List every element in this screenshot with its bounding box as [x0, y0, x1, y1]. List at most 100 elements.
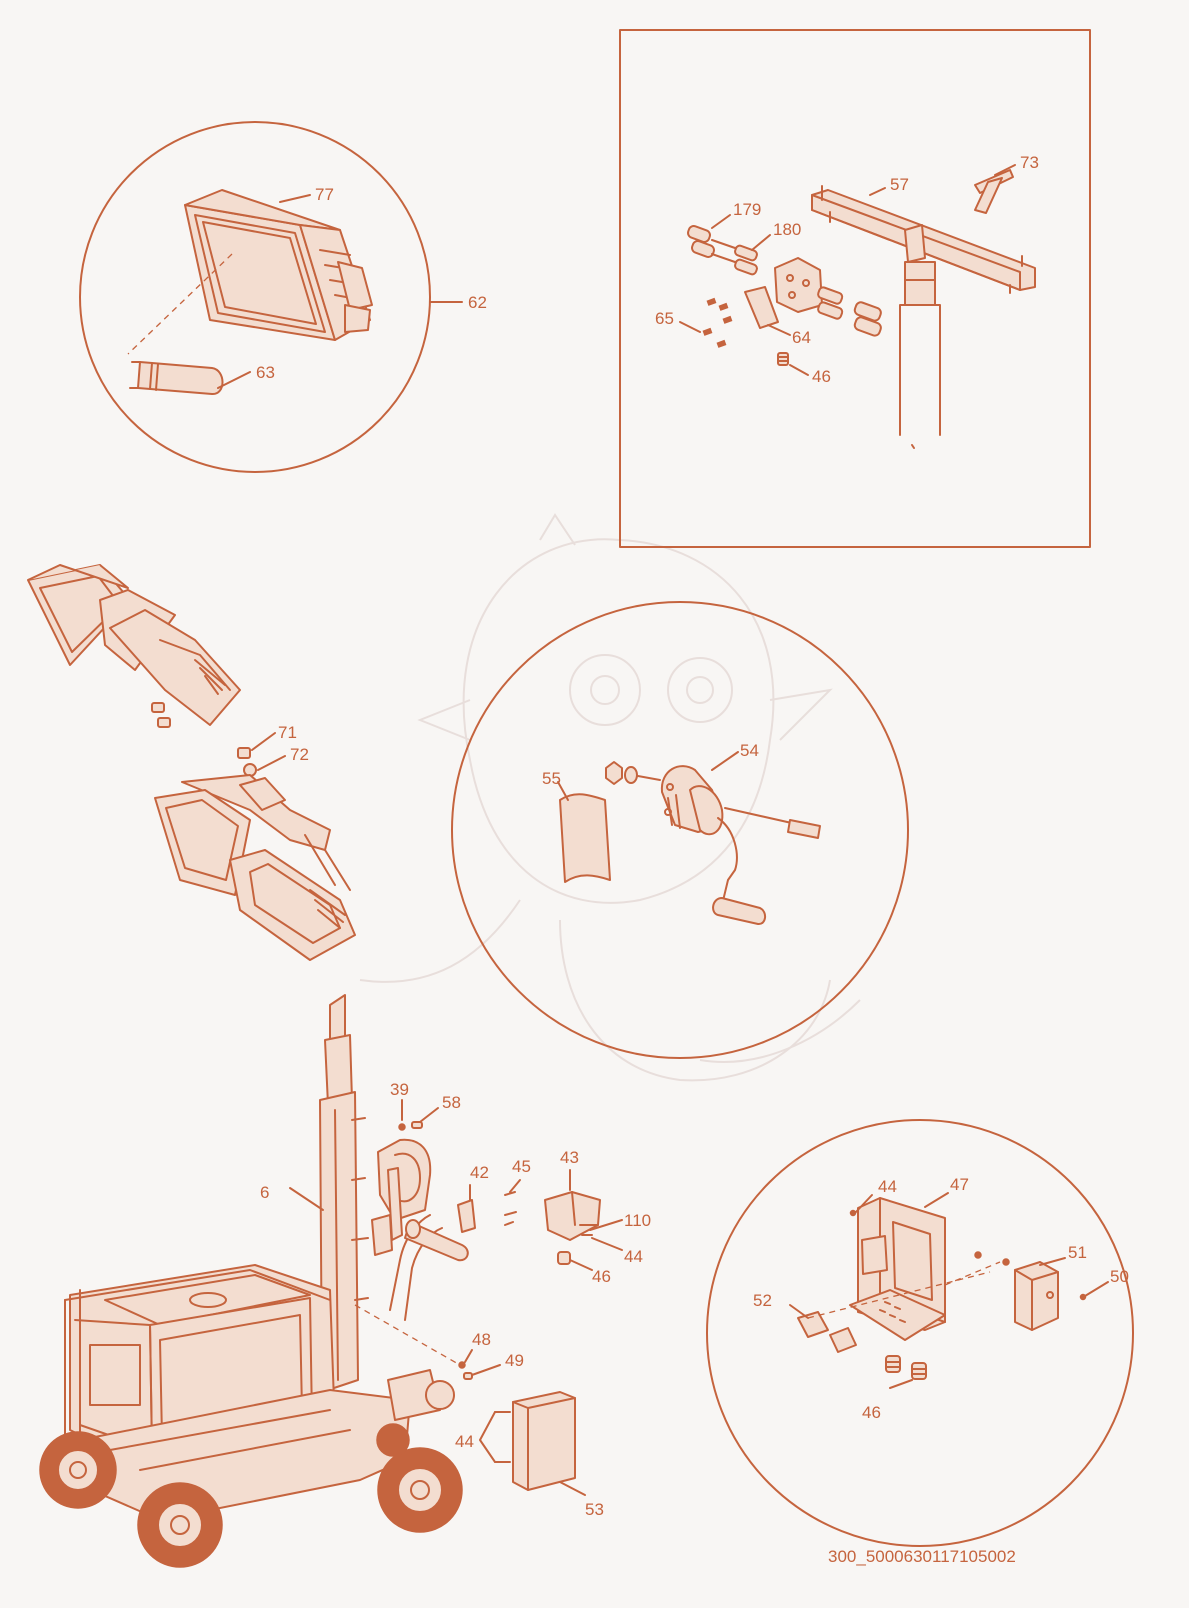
washers-71-72 — [237, 747, 257, 777]
callout-180: 180 — [773, 220, 801, 239]
small-parts — [398, 1121, 601, 1380]
mounting-leader — [354, 1304, 461, 1366]
leader-179 — [711, 214, 731, 229]
lower-lamp-bracket — [154, 774, 356, 961]
leader-44c — [854, 1194, 873, 1214]
mast-head-detail-group: 73 57 179 180 65 64 46 — [619, 29, 1091, 548]
callout-46a: 46 — [812, 367, 831, 386]
callout-48: 48 — [472, 1330, 491, 1349]
leader-110 — [589, 1219, 623, 1231]
leader-46c — [889, 1379, 913, 1389]
winch-label-sticker — [559, 793, 611, 883]
callout-44b: 44 — [455, 1432, 474, 1451]
leader-180 — [751, 234, 771, 251]
callout-43: 43 — [560, 1148, 579, 1167]
leader-64 — [767, 324, 791, 336]
screw-leader-lower — [807, 1271, 991, 1319]
leader-65 — [679, 321, 701, 333]
leader-44a — [591, 1237, 623, 1251]
callout-72: 72 — [290, 745, 309, 764]
leader-47 — [924, 1192, 949, 1208]
screws — [702, 297, 733, 348]
junction-box — [744, 257, 823, 329]
leader-77 — [279, 194, 311, 203]
leader-49 — [471, 1364, 501, 1376]
upper-lamps — [27, 564, 241, 726]
grommet — [777, 352, 789, 366]
callout-47: 47 — [950, 1175, 969, 1194]
handle-tube — [404, 1219, 469, 1262]
drawing-code: 300_5000630117105002 — [828, 1547, 1016, 1566]
winch-detail-circle — [451, 601, 909, 1059]
leader-46a — [789, 364, 809, 376]
callout-42: 42 — [470, 1163, 489, 1182]
watermark-figure — [359, 513, 861, 1082]
callout-55: 55 — [542, 769, 561, 788]
callout-71: 71 — [278, 723, 297, 742]
leader-48 — [464, 1349, 473, 1363]
leader-45 — [509, 1179, 521, 1193]
leader-52 — [789, 1304, 809, 1319]
winch-on-mast — [371, 1138, 432, 1256]
callout-110: 110 — [624, 1211, 651, 1230]
connectors-right — [817, 286, 882, 337]
leader-57 — [869, 187, 886, 196]
leader-51 — [1039, 1257, 1066, 1266]
leader-71 — [251, 732, 276, 751]
callout-39: 39 — [390, 1080, 409, 1099]
callout-179: 179 — [733, 200, 761, 219]
cart-wheels — [39, 1423, 463, 1568]
winch-detail-group: 54 55 — [451, 601, 909, 1059]
leader-53 — [559, 1481, 586, 1496]
callout-50: 50 — [1110, 1267, 1129, 1286]
callout-63: 63 — [256, 363, 275, 382]
leader-46b — [569, 1259, 593, 1271]
callout-44a: 44 — [624, 1247, 643, 1266]
callout-51: 51 — [1068, 1243, 1087, 1262]
connectors-left — [687, 225, 758, 276]
callout-62: 62 — [468, 293, 487, 312]
leader-50 — [1084, 1281, 1109, 1297]
callout-49: 49 — [505, 1351, 524, 1370]
callout-44c: 44 — [878, 1177, 897, 1196]
callout-58: 58 — [442, 1093, 461, 1112]
crossbar — [811, 185, 1036, 294]
leader-6 — [289, 1187, 324, 1211]
callout-64: 64 — [792, 328, 811, 347]
callout-46c: 46 — [862, 1403, 881, 1422]
cart-assembly-group: 39 58 42 45 43 6 110 44 46 48 49 44 53 — [39, 994, 651, 1568]
lamp-bracket-exploded-group: 71 72 — [27, 564, 356, 961]
socket-panel-detail-group: 44 47 51 50 52 46 — [706, 1119, 1134, 1547]
leader-72 — [257, 755, 286, 771]
lamp-detail-group: 77 62 63 — [79, 121, 487, 473]
panel-bracket — [849, 1197, 946, 1341]
lamp-tube — [129, 361, 224, 396]
callout-6: 6 — [260, 1183, 269, 1202]
mast-head-detail-box — [619, 29, 1091, 548]
callout-53: 53 — [585, 1500, 604, 1519]
relay-modules — [797, 1311, 857, 1353]
upper-nuts — [151, 702, 171, 728]
cable-glands — [885, 1355, 927, 1380]
winch-hardware — [605, 761, 821, 925]
leader-73 — [994, 164, 1016, 176]
callout-54: 54 — [740, 741, 759, 760]
callout-77: 77 — [315, 185, 334, 204]
leader-44b — [479, 1411, 496, 1463]
callout-52: 52 — [753, 1291, 772, 1310]
callout-57: 57 — [890, 175, 909, 194]
mast-top — [899, 261, 941, 449]
leader-58 — [419, 1107, 439, 1123]
callout-45: 45 — [512, 1157, 531, 1176]
lamp-detail-circle — [79, 121, 431, 473]
socket-outlet — [1014, 1261, 1059, 1331]
callout-46b: 46 — [592, 1267, 611, 1286]
socket-panel-detail-circle — [706, 1119, 1134, 1547]
t-bolt — [974, 169, 1014, 214]
floodlight-lamp — [184, 189, 373, 341]
leader-63 — [217, 371, 251, 389]
screw-leader-right — [944, 1261, 1001, 1286]
leader-54 — [711, 751, 739, 771]
